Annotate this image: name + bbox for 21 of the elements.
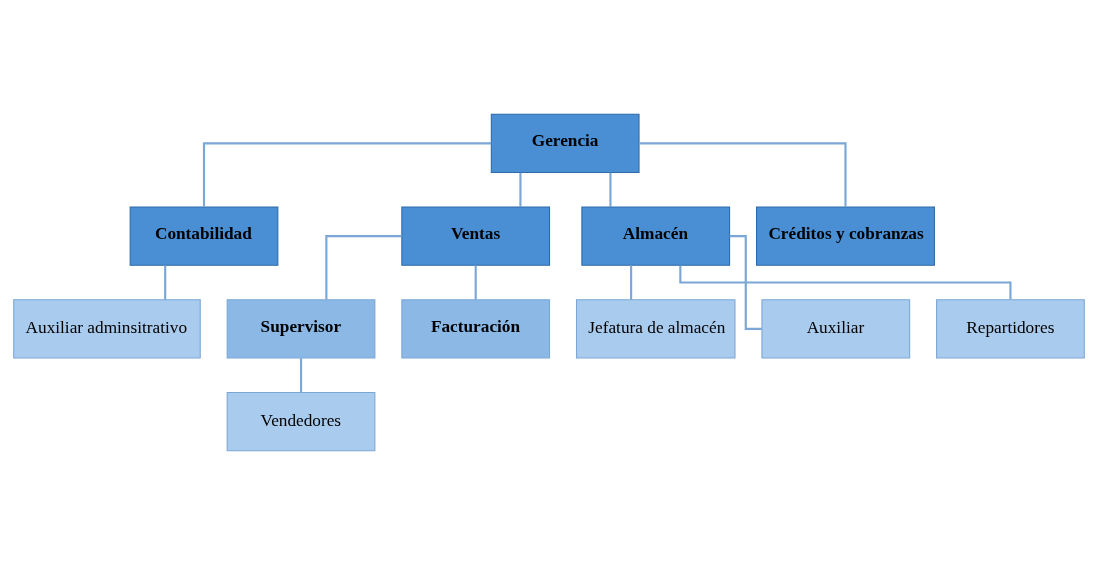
node-box: Ventas — [401, 206, 551, 266]
connector — [325, 235, 402, 300]
connector — [630, 265, 633, 300]
node-box: Auxiliar adminsitrativo — [13, 299, 201, 359]
node-box: Supervisor — [226, 299, 376, 359]
node-box: Repartidores — [936, 299, 1085, 359]
node-box: Almacén — [581, 206, 731, 266]
node-box: Vendedores — [226, 391, 376, 452]
node-box: Contabilidad — [129, 206, 279, 266]
node-box: Jefatura de almacén — [575, 299, 736, 359]
connector — [609, 172, 612, 207]
node-box: Créditos y cobranzas — [756, 206, 935, 266]
node-box: Gerencia — [490, 113, 640, 174]
connector — [202, 142, 492, 207]
connector — [519, 172, 522, 207]
connector — [639, 142, 847, 207]
connector — [299, 358, 303, 393]
connector — [164, 265, 167, 300]
node-box: Facturación — [401, 299, 551, 359]
connector — [474, 265, 477, 300]
node-box: Auxiliar — [761, 299, 911, 359]
